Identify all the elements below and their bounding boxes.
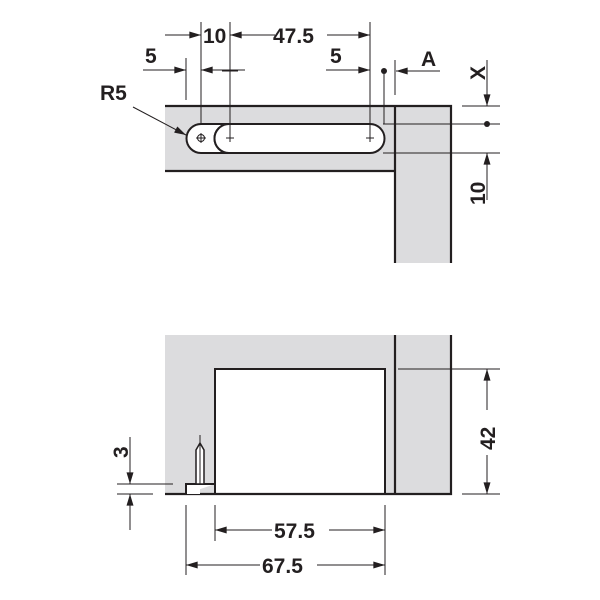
slot-gap-label: 10 <box>203 25 226 48</box>
height-label: 42 <box>477 427 500 450</box>
front-view: 42 3 57.5 67.5 <box>110 335 500 578</box>
hole-center-icon <box>196 133 206 143</box>
offset-right-label: 5 <box>330 45 342 68</box>
long-slot <box>213 123 386 154</box>
slot-width-label: 10 <box>467 182 490 205</box>
offset-left-label: 5 <box>145 45 157 68</box>
step-label: 3 <box>110 446 133 458</box>
depth-x-label: X <box>467 66 490 80</box>
edge-distance-label: A <box>421 48 436 71</box>
radius-label: R5 <box>100 82 127 105</box>
dowel-pin-icon <box>195 435 205 485</box>
outer-width-label: 67.5 <box>262 555 303 578</box>
front-panel-top <box>395 106 451 263</box>
slot-length-label: 47.5 <box>273 25 314 48</box>
fitting-body <box>214 368 386 495</box>
reference-dot <box>381 68 387 74</box>
inner-width-label: 57.5 <box>274 520 315 543</box>
top-view: 10 47.5 5 5 A X 10 R5 <box>100 22 500 263</box>
reference-dot-right <box>484 121 490 127</box>
